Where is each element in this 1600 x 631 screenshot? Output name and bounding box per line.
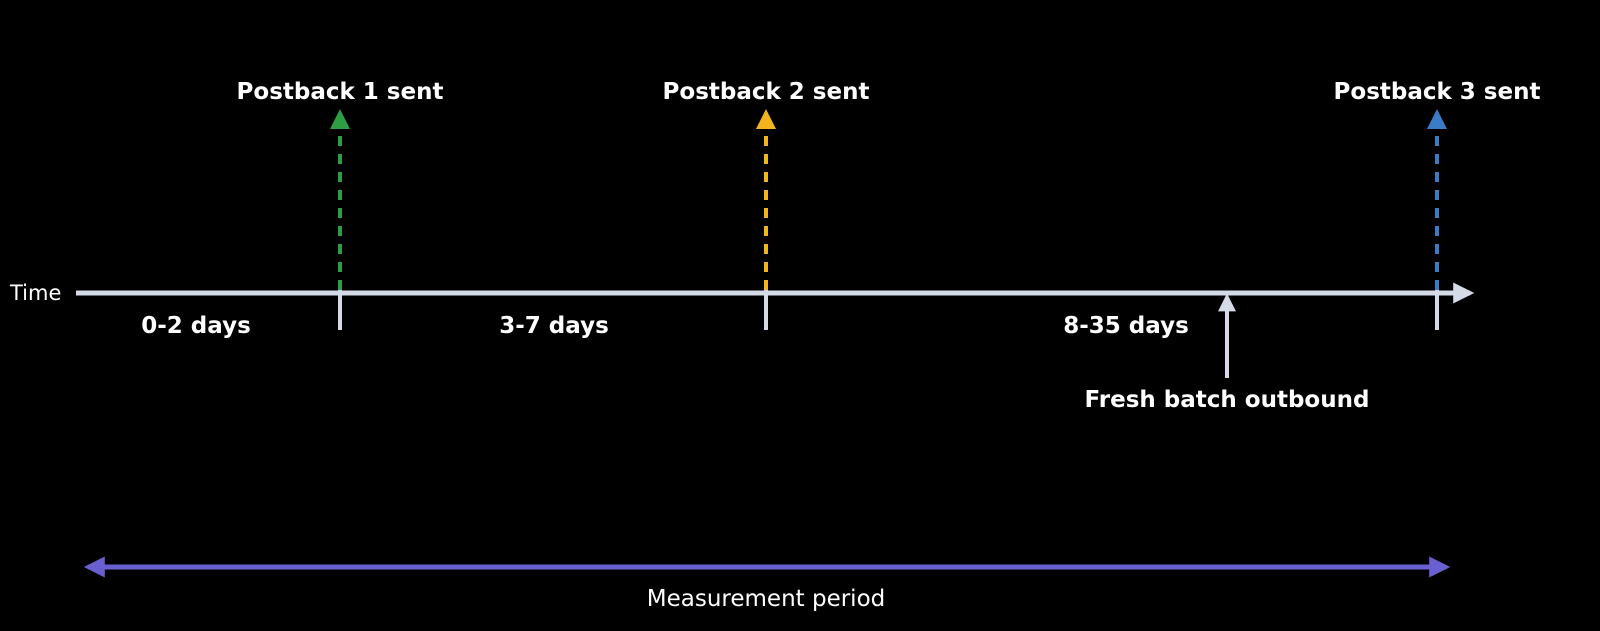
time-axis-label: Time xyxy=(10,281,62,305)
window-label-3-7-days: 3-7 days xyxy=(499,313,609,339)
fresh-batch-label: Fresh batch outbound xyxy=(1084,387,1370,413)
postback-3-label: Postback 3 sent xyxy=(1333,79,1541,105)
postback-1-label: Postback 1 sent xyxy=(236,79,444,105)
window-label-0-2-days: 0-2 days xyxy=(141,313,251,339)
window-label-8-35-days: 8-35 days xyxy=(1063,313,1189,339)
measurement-period-label: Measurement period xyxy=(646,586,886,612)
postback-2-label: Postback 2 sent xyxy=(662,79,870,105)
